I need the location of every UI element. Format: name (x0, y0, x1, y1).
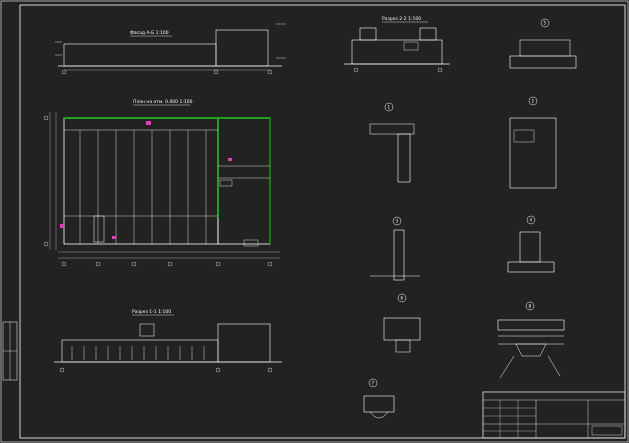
svg-text:3: 3 (396, 219, 399, 224)
node-6: 6 (383, 293, 421, 353)
inner-frame (19, 4, 626, 439)
svg-text:6: 6 (401, 296, 404, 301)
svg-text:8: 8 (529, 304, 532, 309)
facade-top-title: Фасад А-Б 1:100 (130, 30, 169, 36)
svg-text:5: 5 (544, 21, 547, 26)
node-3: 3 (370, 216, 420, 281)
section-1-1: Разрез 1-1 1:100 (54, 309, 282, 373)
binding-margin-icon (2, 321, 18, 381)
node-5: 5 (509, 18, 577, 69)
node-4: 4 (507, 215, 555, 273)
section-1-1-title: Разрез 1-1 1:100 (132, 309, 171, 315)
title-block-stamp-icon (482, 391, 626, 439)
node-8: 8 (497, 301, 565, 379)
facade-top: Фасад А-Б 1:100 (55, 23, 286, 75)
svg-text:4: 4 (530, 218, 533, 223)
svg-text:1: 1 (388, 105, 391, 110)
plan-title: План на отм. 0.000 1:100 (133, 99, 193, 105)
floor-plan: План на отм. 0.000 1:100 (43, 99, 280, 267)
svg-text:7: 7 (372, 381, 375, 386)
section-2-2: Разрез 2-2 1:100 (344, 16, 450, 73)
section-2-2-title: Разрез 2-2 1:100 (382, 16, 421, 22)
node-1: 1 (369, 102, 415, 183)
svg-text:2: 2 (532, 99, 535, 104)
node-2: 2 (509, 96, 557, 189)
node-7: 7 (363, 378, 395, 419)
